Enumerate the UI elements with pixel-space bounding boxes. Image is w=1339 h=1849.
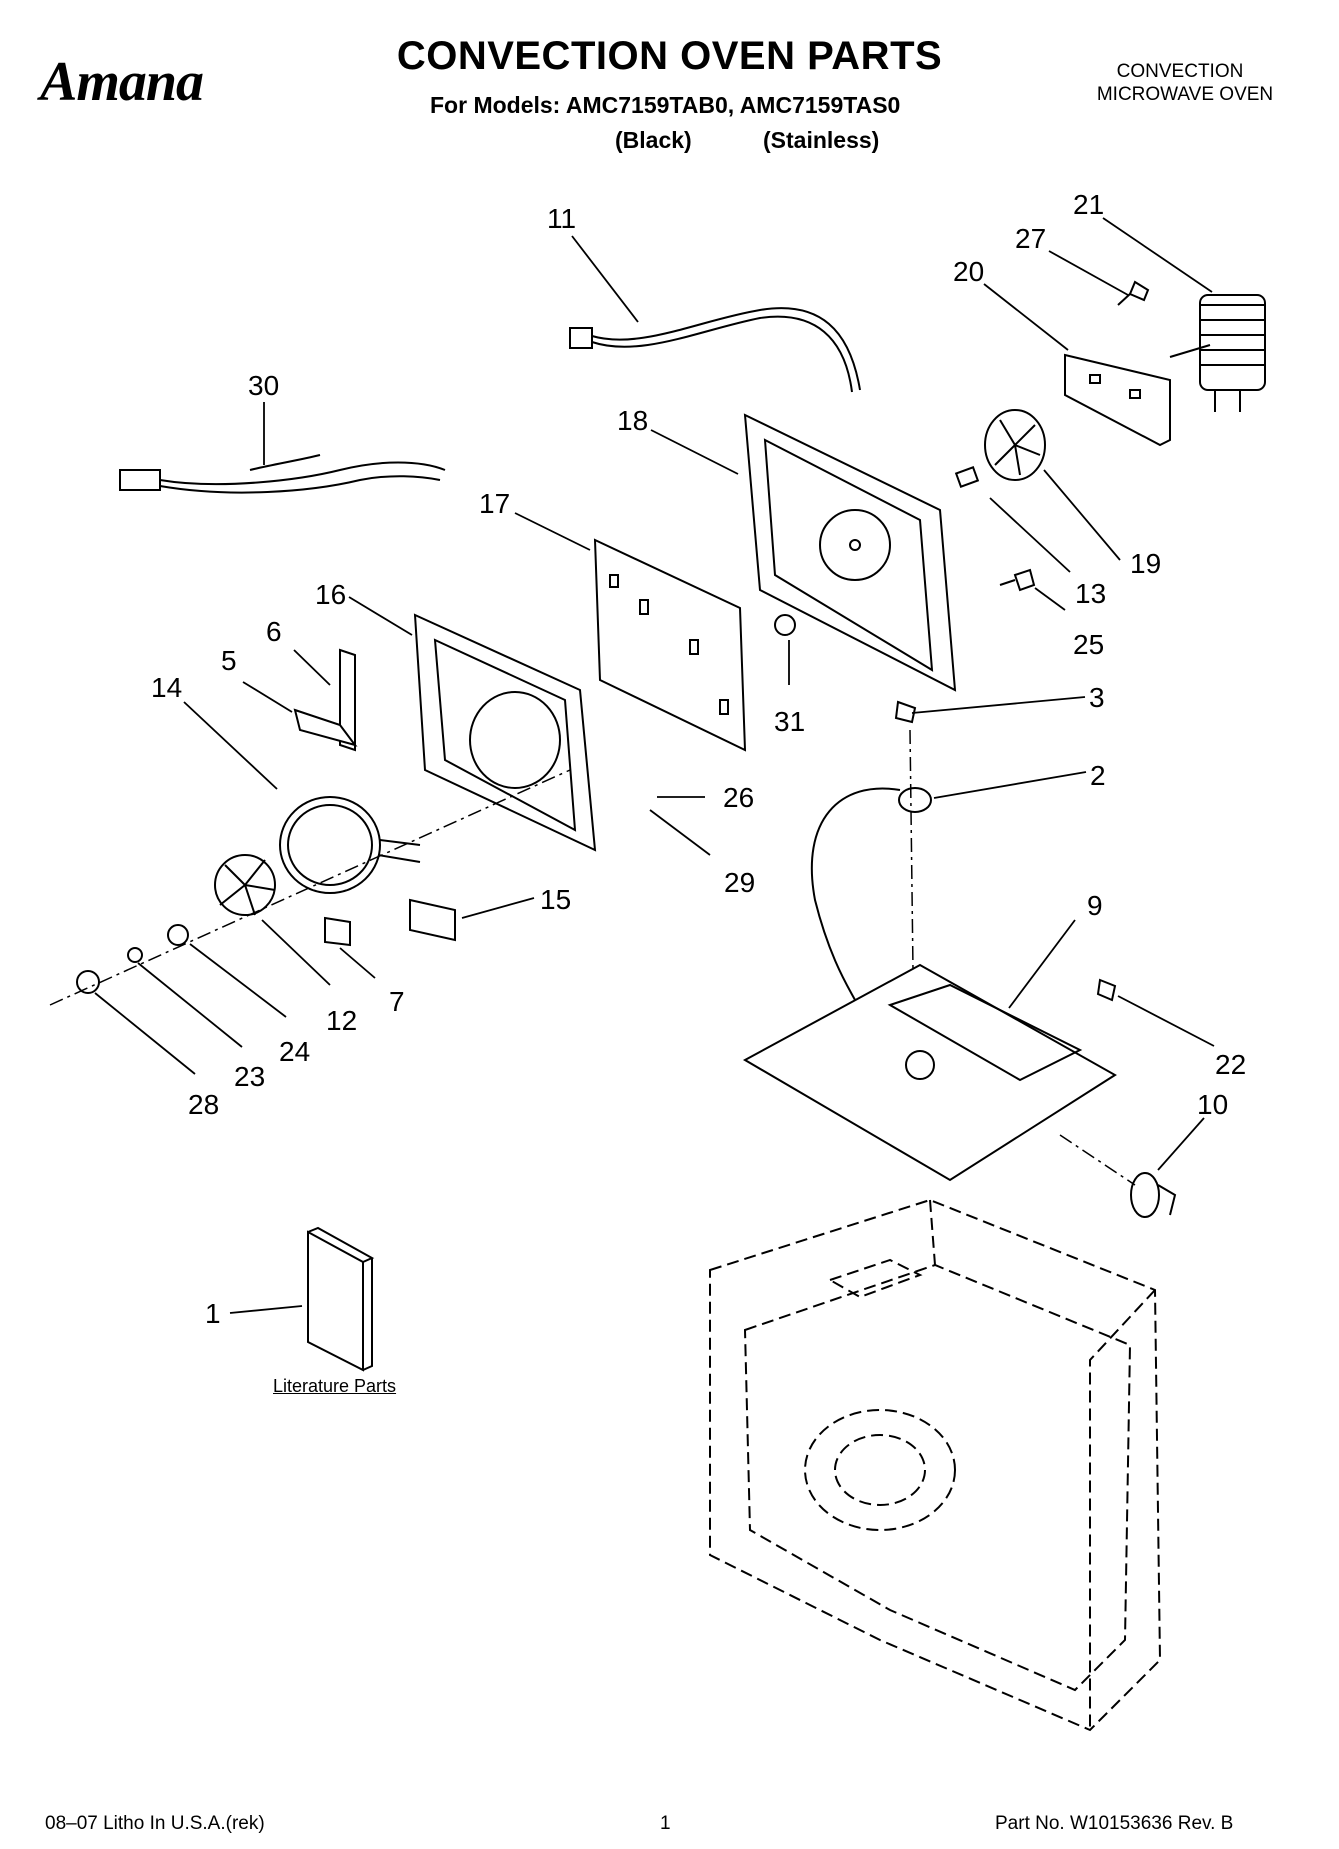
literature-parts-label: Literature Parts [273, 1376, 397, 1396]
part-23-washer [127, 947, 143, 963]
literature-book [307, 1226, 375, 1372]
page-number: 1 [660, 1813, 671, 1834]
leader-lines [94, 217, 1215, 1314]
callout-5: 5 [221, 645, 237, 676]
footer-print-info: 08–07 Litho In U.S.A.(rek) [45, 1813, 265, 1834]
callout-3: 3 [1089, 682, 1105, 713]
product-type-line1: CONVECTION [1116, 61, 1244, 82]
callout-24: 24 [279, 1036, 310, 1067]
brand-logo: Amana [40, 51, 204, 113]
footer-part-number: Part No. W10153636 Rev. B [995, 1813, 1234, 1834]
part-24-washer [167, 924, 189, 946]
callout-31: 31 [774, 706, 805, 737]
callout-1: 1 [205, 1298, 221, 1329]
callout-22: 22 [1215, 1049, 1246, 1080]
callout-6: 6 [266, 616, 282, 647]
callout-21: 21 [1073, 189, 1104, 220]
callout-26: 26 [723, 782, 754, 813]
part-12-convection-fan [214, 854, 276, 916]
part-25-screw [999, 568, 1036, 592]
callout-12: 12 [326, 1005, 357, 1036]
variant-black-label: (Black) [615, 127, 692, 153]
oven-cavity [709, 1198, 1162, 1732]
callout-13: 13 [1075, 578, 1106, 609]
callout-14: 14 [151, 672, 182, 703]
part-5-bracket [293, 708, 358, 747]
part-20-motor-bracket [1064, 353, 1171, 447]
callout-19: 19 [1130, 548, 1161, 579]
page-title: CONVECTION OVEN PARTS [396, 34, 943, 78]
part-18-convection-frame [743, 413, 957, 692]
callout-20: 20 [953, 256, 984, 287]
part-10-thermostat [1130, 1172, 1177, 1218]
part-16-inner-frame [413, 613, 597, 852]
callout-numbers: 11 30 21 27 20 19 13 25 18 17 16 6 5 14 … [151, 189, 1246, 1329]
part-27-screw [1117, 280, 1150, 306]
part-9-base-plate [742, 963, 1117, 1182]
part-14-heating-element [279, 796, 421, 894]
models-line: For Models: AMC7159TAB0, AMC7159TAS0 [430, 92, 901, 118]
callout-7: 7 [389, 986, 405, 1017]
callout-2: 2 [1090, 760, 1106, 791]
callout-29: 29 [724, 867, 755, 898]
part-15-clip [409, 898, 456, 942]
callout-23: 23 [234, 1061, 265, 1092]
callout-30: 30 [248, 370, 279, 401]
part-21-fan-motor [1169, 294, 1266, 412]
part-28-nut [76, 970, 100, 994]
part-7-clip [324, 916, 351, 947]
callout-9: 9 [1087, 890, 1103, 921]
part-3-screw [894, 700, 917, 724]
part-17-gasket-plate [593, 538, 747, 752]
part-22-screw [1096, 978, 1117, 1002]
part-13-coupler [954, 466, 980, 488]
variant-stainless-label: (Stainless) [763, 127, 880, 153]
callout-10: 10 [1197, 1089, 1228, 1120]
part-19-fan-blade [984, 409, 1046, 481]
part-2-thermal-cutout [810, 787, 932, 1001]
part-6-bracket [339, 648, 356, 752]
callout-15: 15 [540, 884, 571, 915]
callout-28: 28 [188, 1089, 219, 1120]
callout-25: 25 [1073, 629, 1104, 660]
callout-27: 27 [1015, 223, 1046, 254]
callout-17: 17 [479, 488, 510, 519]
part-11-wire-harness [569, 307, 861, 393]
callout-16: 16 [315, 579, 346, 610]
callout-18: 18 [617, 405, 648, 436]
product-type-line2: MICROWAVE OVEN [1096, 84, 1274, 105]
part-30-wire-harness [119, 454, 446, 494]
callout-11: 11 [547, 203, 576, 234]
part-31-nut [774, 614, 796, 636]
